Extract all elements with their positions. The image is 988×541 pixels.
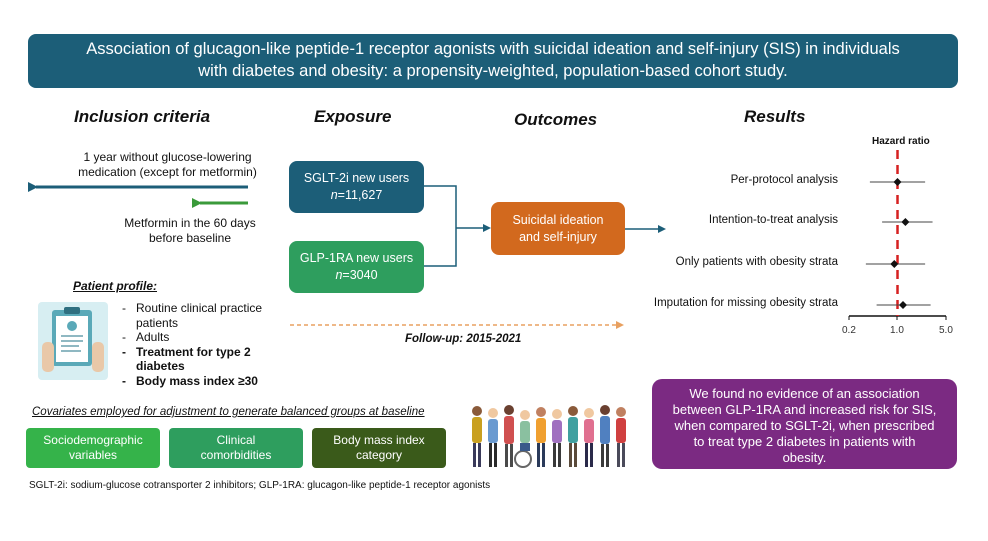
inclusion-criterion-2-line-2: before baseline <box>148 231 232 245</box>
sglt2-n-value: =11,627 <box>337 188 383 202</box>
covariate-clinical-line-2: comorbidities <box>200 448 272 462</box>
forest-point-estimate <box>898 301 907 309</box>
inclusion-criterion-2-line-1: Metformin in the 60 days <box>124 216 256 230</box>
glp1-count: n=3040 <box>335 267 377 284</box>
forest-label-imputation: Imputation for missing obesity strata <box>653 297 838 309</box>
covariate-sociodemographic-line-1: Sociodemographic <box>43 433 143 447</box>
sglt2-exposure-box: SGLT-2i new users n=11,627 <box>289 161 424 213</box>
conclusion-line-1: We found no evidence of an association <box>689 385 920 401</box>
forest-point-estimate <box>890 260 899 268</box>
glp1-exposure-box: GLP-1RA new users n=3040 <box>289 241 424 293</box>
patient-profile-heading: Patient profile: <box>73 279 158 293</box>
outcome-box: Suicidal ideation and self-injury <box>491 202 625 255</box>
forest-point-estimate <box>893 178 902 186</box>
forest-tick-label-1: 1.0 <box>890 325 904 336</box>
title-banner: Association of glucagon-like peptide-1 r… <box>28 34 958 88</box>
title-line-2: with diabetes and obesity: a propensity-… <box>198 62 788 80</box>
forest-label-intention-to-treat: Intention-to-treat analysis <box>708 214 838 226</box>
forest-point-estimate <box>901 218 910 226</box>
glp1-n-value: =3040 <box>342 268 378 282</box>
covariate-bmi-line-1: Body mass index <box>333 433 425 447</box>
glp1-label: GLP-1RA new users <box>299 251 414 265</box>
sglt2-n-symbol: n <box>330 188 338 202</box>
forest-label-obesity-strata: Only patients with obesity strata <box>675 256 838 268</box>
exposure-heading: Exposure <box>314 107 392 126</box>
conclusion-line-3: when compared to SGLT-2i, when prescribe… <box>674 417 935 433</box>
patient-profile-list: Routine clinical practice patients Adult… <box>122 301 272 388</box>
profile-item-routine: Routine clinical practice patients <box>122 301 272 330</box>
conclusion-line-2: between GLP-1RA and increased risk for S… <box>672 401 937 417</box>
hazard-ratio-heading: Hazard ratio <box>872 136 930 147</box>
forest-rows <box>865 178 933 309</box>
forest-tick-label-0: 0.2 <box>842 325 856 336</box>
title-line-1: Association of glucagon-like peptide-1 r… <box>86 40 900 58</box>
outcome-line-1: Suicidal ideation <box>512 212 604 227</box>
glp1-n-symbol: n <box>335 268 343 282</box>
profile-item-type2-diabetes: Treatment for type 2 diabetes <box>122 345 272 374</box>
profile-item-bmi: Body mass index ≥30 <box>122 374 272 389</box>
covariate-sociodemographic-line-2: variables <box>68 448 118 462</box>
inclusion-heading: Inclusion criteria <box>74 107 211 126</box>
sglt2-count: n=11,627 <box>331 187 383 204</box>
clipboard-icon <box>38 302 108 380</box>
conclusion-line-4: to treat type 2 diabetes in patients wit… <box>693 433 916 449</box>
followup-label: Follow-up: 2015-2021 <box>405 333 522 345</box>
exposure-bracket <box>424 185 457 267</box>
abbreviations-footnote: SGLT-2i: sodium-glucose cotransporter 2 … <box>29 480 491 491</box>
inclusion-criterion-1-line-1: 1 year without glucose-lowering <box>83 150 252 164</box>
inclusion-criterion-1: 1 year without glucose-lowering medicati… <box>60 150 275 180</box>
covariate-clinical-line-1: Clinical <box>216 433 256 447</box>
conclusion-text: We found no evidence of an association b… <box>673 386 937 466</box>
covariate-bmi-line-2: category <box>355 448 402 462</box>
outcomes-heading: Outcomes <box>514 110 598 129</box>
conclusion-line-5: obesity. <box>782 449 827 465</box>
covariates-heading: Covariates employed for adjustment to ge… <box>32 406 425 418</box>
diverse-people-illustration-icon <box>472 405 626 468</box>
sglt2-label: SGLT-2i new users <box>303 171 410 185</box>
forest-label-per-protocol: Per-protocol analysis <box>730 174 838 186</box>
inclusion-criterion-2: Metformin in the 60 days before baseline <box>110 216 270 246</box>
profile-item-adults: Adults <box>122 330 272 345</box>
outcome-line-2: and self-injury <box>519 229 597 244</box>
results-heading: Results <box>744 107 806 126</box>
inclusion-criterion-1-line-2: medication (except for metformin) <box>78 165 257 179</box>
forest-tick-label-2: 5.0 <box>939 325 953 336</box>
conclusion-box: We found no evidence of an association b… <box>652 379 957 469</box>
